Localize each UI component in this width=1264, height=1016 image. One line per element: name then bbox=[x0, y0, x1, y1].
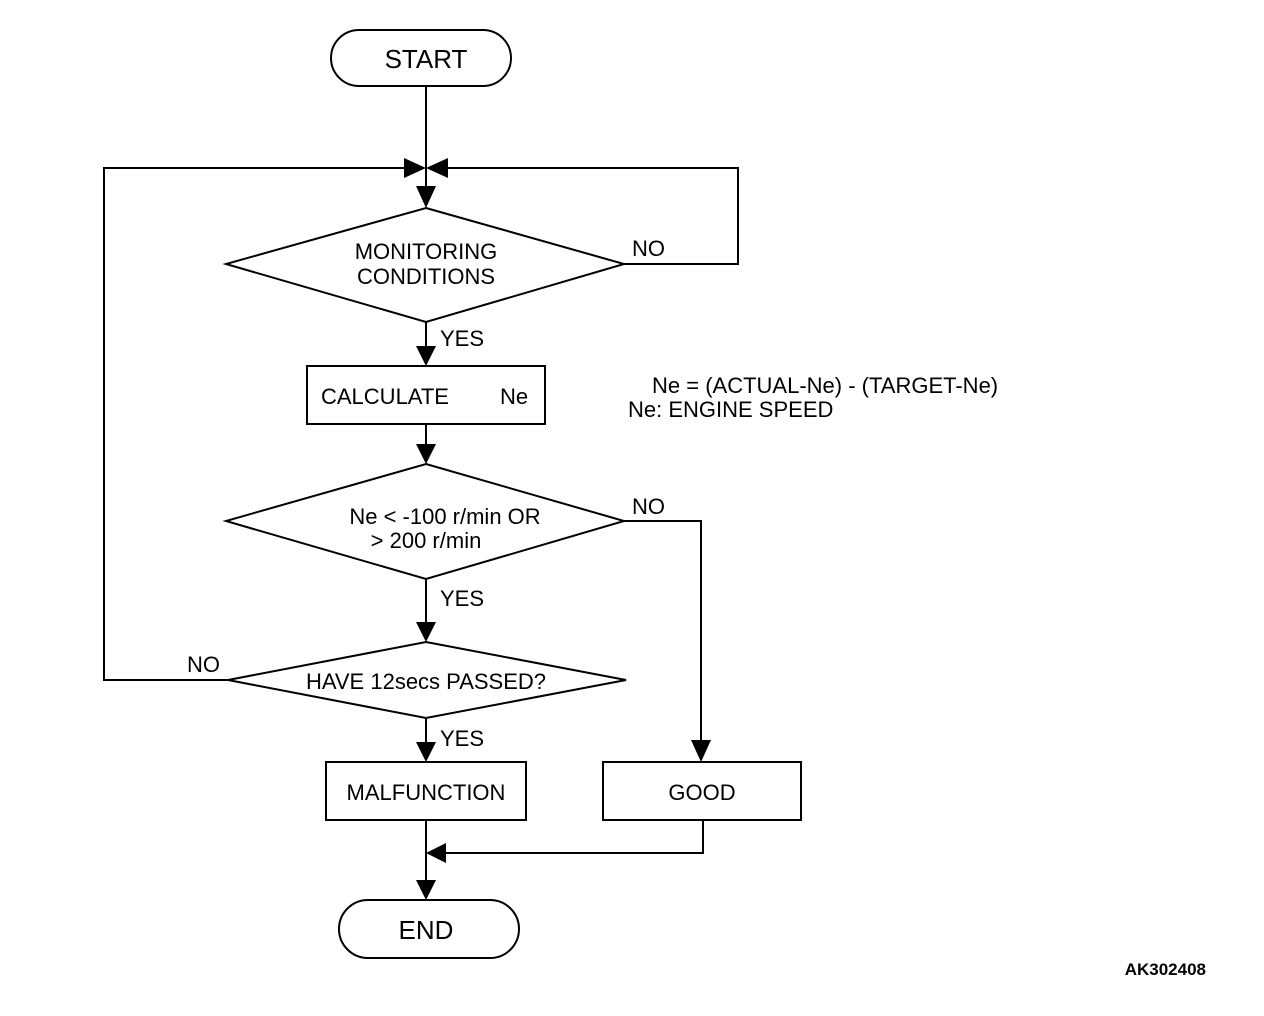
12secs-label: HAVE 12secs PASSED? bbox=[306, 669, 546, 694]
start-terminal bbox=[330, 29, 512, 87]
arrow-into-ne-range bbox=[416, 444, 436, 464]
note-ne-engine-speed: Ne: ENGINE SPEED bbox=[628, 397, 833, 422]
note-ne-definition: Ne = (ACTUAL-Ne) - (TARGET-Ne) bbox=[652, 373, 998, 398]
calculate-ne-label: Ne bbox=[500, 384, 528, 409]
arrow-loop-right bbox=[426, 158, 448, 178]
connector-good-merge bbox=[440, 820, 704, 854]
yes-label-12secs: YES bbox=[440, 726, 484, 751]
no-label-12secs: NO bbox=[187, 652, 220, 677]
arrow-into-end bbox=[416, 880, 436, 900]
no-label-ne-range: NO bbox=[632, 494, 665, 519]
arrow-into-calculate bbox=[416, 346, 436, 366]
arrow-into-good bbox=[691, 740, 711, 762]
connector-ne-range-no bbox=[624, 520, 702, 744]
ne-range-label-line1: Ne < -100 r/min OR bbox=[349, 504, 540, 529]
loop-no-12secs bbox=[103, 167, 410, 681]
arrow-into-monitoring bbox=[416, 186, 436, 208]
arrow-into-12secs bbox=[416, 622, 436, 642]
arrow-loop-left bbox=[404, 158, 426, 178]
calculate-label: CALCULATE bbox=[321, 384, 449, 409]
end-terminal bbox=[338, 899, 520, 959]
figure-id: AK302408 bbox=[1125, 960, 1206, 979]
loop-no-monitoring bbox=[442, 167, 739, 265]
arrow-into-malfunction bbox=[416, 742, 436, 762]
monitoring-label-line1: MONITORING bbox=[355, 239, 498, 264]
yes-label-monitoring: YES bbox=[440, 326, 484, 351]
end-label: END bbox=[399, 915, 454, 945]
ne-range-label-line2: > 200 r/min bbox=[371, 528, 482, 553]
start-label: START bbox=[385, 44, 468, 74]
arrow-merge bbox=[426, 843, 446, 863]
malfunction-label: MALFUNCTION bbox=[347, 780, 506, 805]
good-label: GOOD bbox=[668, 780, 735, 805]
yes-label-ne-range: YES bbox=[440, 586, 484, 611]
process-calculate-ne bbox=[306, 365, 546, 425]
no-label-monitoring: NO bbox=[632, 236, 665, 261]
monitoring-label-line2: CONDITIONS bbox=[357, 264, 495, 289]
